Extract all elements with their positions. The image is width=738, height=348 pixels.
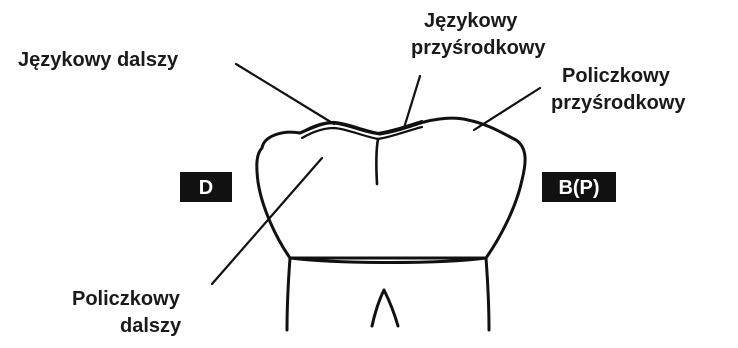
label-buccal-mesial-line2: przyśrodkowy — [551, 92, 686, 114]
leader-lingual-distal — [236, 64, 334, 124]
badge-buccal-text: B(P) — [558, 177, 599, 199]
label-lingual-distal: Językowy dalszy — [18, 49, 179, 71]
badge-distal: D — [180, 172, 232, 202]
central-fissure — [376, 139, 378, 184]
leader-buccal-mesial — [474, 88, 540, 130]
label-lingual-mesial-line1: Językowy — [424, 10, 518, 32]
label-buccal-distal-line2: dalszy — [120, 315, 182, 337]
label-buccal-mesial-line1: Policzkowy — [562, 65, 671, 87]
badge-distal-text: D — [199, 177, 213, 199]
label-buccal-distal-line1: Policzkowy — [72, 288, 181, 310]
leader-lingual-mesial — [404, 76, 420, 128]
root-right — [486, 258, 489, 330]
root-left — [287, 258, 290, 330]
root-furcation — [372, 290, 398, 326]
badge-buccal: B(P) — [542, 172, 616, 202]
label-lingual-mesial-line2: przyśrodkowy — [411, 37, 546, 59]
